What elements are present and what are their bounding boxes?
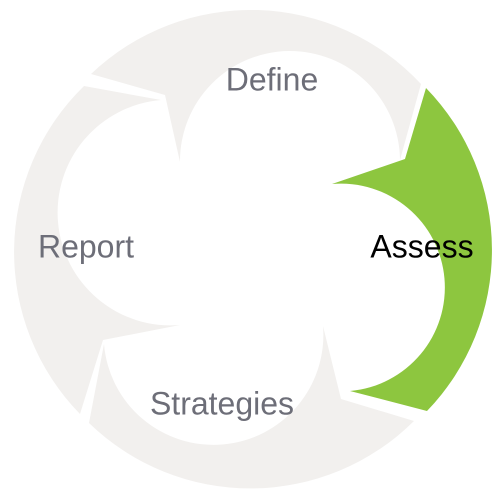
segment-assess	[332, 88, 492, 411]
segment-label-strategies: Strategies	[150, 385, 294, 421]
segment-label-assess: Assess	[370, 228, 473, 264]
segment-define	[91, 9, 421, 163]
segment-label-define: Define	[226, 61, 319, 97]
segment-strategies	[89, 326, 414, 489]
segment-label-report: Report	[38, 228, 134, 264]
segment-report	[14, 86, 180, 414]
